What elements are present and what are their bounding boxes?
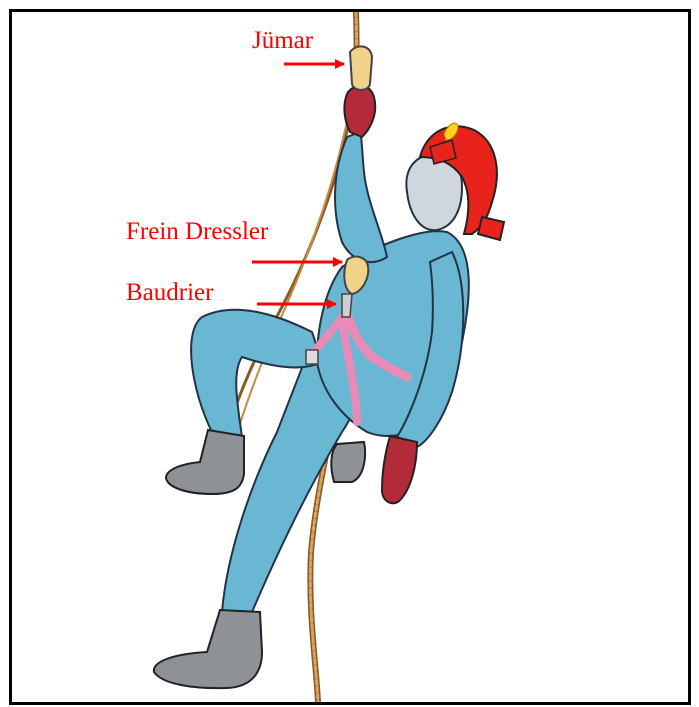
caver-illustration	[12, 12, 688, 702]
rear-leg	[154, 342, 358, 688]
label-baudrier: Baudrier	[126, 280, 213, 305]
label-jumar: Jümar	[252, 28, 313, 53]
jumar-device	[350, 46, 372, 90]
seat-bag	[331, 442, 365, 482]
diagram-frame: Jümar Frein Dressler Baudrier	[9, 9, 691, 705]
head	[406, 123, 504, 240]
label-frein-dressler: Frein Dressler	[126, 219, 268, 244]
raised-arm	[335, 86, 387, 262]
